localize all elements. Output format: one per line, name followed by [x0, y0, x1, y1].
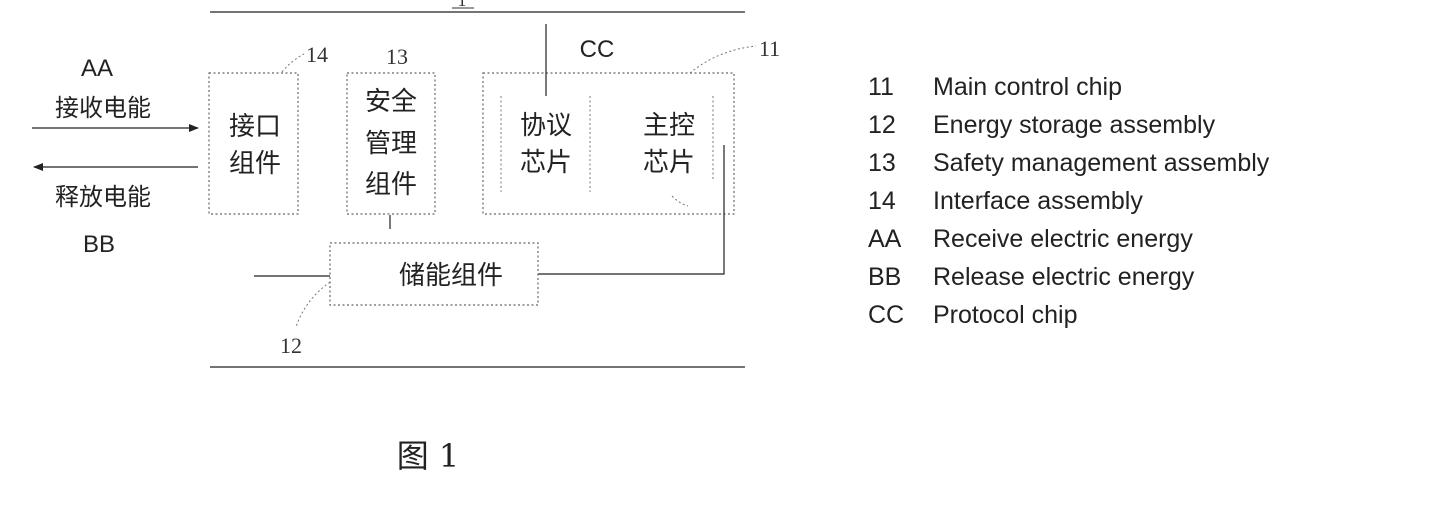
legend-text-13: Safety management assembly	[933, 149, 1270, 177]
safety-management-label-2: 管理	[365, 129, 417, 159]
leader-line-11	[690, 46, 756, 73]
main-control-leader	[672, 196, 688, 206]
legend-text-aa: Receive electric energy	[933, 225, 1193, 253]
legend-text-cc: Protocol chip	[933, 301, 1078, 329]
label-cc: CC	[580, 36, 615, 63]
legend-key-12: 12	[868, 111, 896, 139]
interface-assembly-label-1: 接口	[229, 112, 281, 142]
legend-key-13: 13	[868, 149, 896, 177]
legend-text-11: Main control chip	[933, 73, 1122, 101]
leader-line-12	[296, 282, 330, 327]
legend-key-cc: CC	[868, 301, 904, 329]
leader-line-14	[282, 54, 304, 72]
safety-management-label-3: 组件	[365, 170, 417, 200]
interface-assembly-box	[209, 73, 298, 214]
protocol-chip-label-1: 协议	[520, 111, 572, 141]
legend-key-bb: BB	[868, 263, 901, 291]
legend-text-bb: Release electric energy	[933, 263, 1195, 291]
ref-number-14: 14	[306, 42, 328, 67]
label-aa: AA	[81, 55, 113, 82]
interface-assembly-label-2: 组件	[229, 149, 281, 179]
main-control-chip-label-2: 芯片	[643, 148, 695, 178]
legend: 11 Main control chip 12 Energy storage a…	[868, 73, 1270, 329]
ref-number-12: 12	[280, 333, 302, 358]
ref-number-13: 13	[386, 44, 408, 69]
chip-group-box	[483, 73, 734, 214]
legend-text-14: Interface assembly	[933, 187, 1143, 215]
label-receive-energy: 接收电能	[55, 94, 151, 122]
safety-management-label-1: 安全	[365, 87, 417, 117]
energy-storage-label: 储能组件	[399, 261, 503, 291]
legend-key-14: 14	[868, 187, 896, 215]
legend-key-11: 11	[868, 73, 894, 101]
protocol-chip-label-2: 芯片	[520, 148, 572, 178]
legend-key-aa: AA	[868, 225, 902, 253]
main-control-chip-label-1: 主控	[643, 111, 695, 141]
label-release-energy: 释放电能	[55, 183, 151, 211]
legend-text-12: Energy storage assembly	[933, 111, 1216, 139]
label-bb: BB	[83, 231, 115, 258]
figure-caption: 图 1	[397, 437, 460, 475]
ref-number-11: 11	[759, 36, 780, 61]
